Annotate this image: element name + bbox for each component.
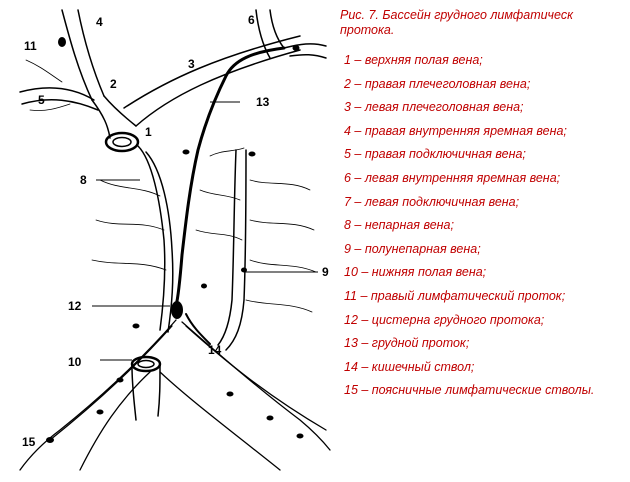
label-4: 4 bbox=[96, 15, 103, 29]
right-internal-jugular-vein bbox=[61, 9, 105, 101]
lymph-node bbox=[96, 409, 104, 415]
legend-list: 1 – верхняя полая вена; 2 – правая плече… bbox=[340, 50, 628, 404]
legend-item-13: 13 – грудной проток; bbox=[344, 336, 470, 351]
mediastinal-lymph-vessels bbox=[25, 59, 317, 313]
left-subclavian-vein bbox=[283, 43, 327, 59]
legend-item-8: 8 – непарная вена; bbox=[344, 218, 454, 233]
azygos-vein bbox=[137, 145, 174, 333]
legend-item-9: 9 – полунепарная вена; bbox=[344, 241, 481, 256]
lumbar-lymphatic-trunks bbox=[19, 319, 331, 471]
label-3: 3 bbox=[188, 57, 195, 71]
lymph-node bbox=[266, 415, 274, 421]
lymph-node bbox=[182, 149, 190, 155]
caption-line-1: Рис. 7. Бассейн грудного лимфатическ bbox=[340, 8, 573, 22]
label-14: 14 bbox=[208, 343, 222, 357]
figure-caption: Рис. 7. Бассейн грудного лимфатическ про… bbox=[340, 8, 628, 38]
legend-item-1: 1 – верхняя полая вена; bbox=[344, 53, 483, 67]
legend-item-10: 10 – нижняя полая вена; bbox=[344, 265, 487, 280]
lymph-node bbox=[292, 45, 300, 51]
lymph-node bbox=[296, 433, 304, 439]
label-11: 11 bbox=[24, 39, 37, 53]
label-15: 15 bbox=[22, 435, 36, 449]
label-5: 5 bbox=[38, 93, 45, 107]
legend-item-3: 3 – левая плечеголовная вена; bbox=[344, 100, 524, 115]
thoracic-duct bbox=[174, 46, 286, 308]
legend-item-14: 14 – кишечный ствол; bbox=[344, 359, 475, 374]
legend-item-11: 11 – правый лимфатический проток; bbox=[344, 288, 566, 303]
left-brachiocephalic-vein bbox=[123, 35, 301, 127]
lymph-node bbox=[226, 391, 234, 397]
legend-item-5: 5 – правая подключичная вена; bbox=[344, 147, 526, 162]
lymph-node bbox=[248, 151, 256, 157]
lymph-node bbox=[116, 377, 124, 383]
lymph-node bbox=[46, 437, 54, 443]
label-8: 8 bbox=[80, 173, 87, 187]
leader-lines bbox=[92, 101, 318, 361]
legend-item-12: 12 – цистерна грудного протока; bbox=[344, 312, 545, 327]
cisterna-chyli bbox=[171, 301, 183, 319]
left-internal-jugular-vein bbox=[255, 9, 285, 59]
legend-item-6: 6 – левая внутренняя яремная вена; bbox=[344, 170, 561, 185]
label-12: 12 bbox=[68, 299, 82, 313]
hemiazygos-vein bbox=[217, 149, 247, 351]
legend-item-4: 4 – правая внутренняя яремная вена; bbox=[344, 123, 567, 138]
inferior-vena-cava bbox=[130, 355, 162, 421]
label-10: 10 bbox=[68, 355, 82, 369]
lymph-node bbox=[201, 283, 207, 289]
lymph-node bbox=[241, 267, 247, 273]
intestinal-trunk bbox=[185, 313, 211, 345]
lymph-nodes bbox=[46, 37, 304, 443]
label-13: 13 bbox=[256, 95, 270, 109]
label-2: 2 bbox=[110, 77, 117, 91]
legend-item-7: 7 – левая подключичная вена; bbox=[344, 194, 520, 209]
caption-line-2: протока. bbox=[340, 23, 395, 37]
superior-vena-cava bbox=[104, 131, 140, 153]
legend-item-2: 2 – правая плечеголовная вена; bbox=[344, 76, 531, 91]
legend-panel: Рис. 7. Бассейн грудного лимфатическ про… bbox=[340, 8, 628, 404]
right-lymphatic-duct-node bbox=[58, 37, 66, 47]
right-brachiocephalic-vein bbox=[91, 95, 137, 139]
right-subclavian-vein bbox=[19, 87, 99, 111]
label-1: 1 bbox=[145, 125, 152, 139]
lymph-node bbox=[132, 323, 140, 329]
lymphatic-basin-diagram: 1 2 3 4 5 6 8 9 10 11 12 13 14 15 bbox=[19, 9, 331, 471]
legend-item-15: 15 – поясничные лимфатические стволы. bbox=[344, 383, 595, 398]
label-9: 9 bbox=[322, 265, 329, 279]
label-6: 6 bbox=[248, 13, 255, 27]
